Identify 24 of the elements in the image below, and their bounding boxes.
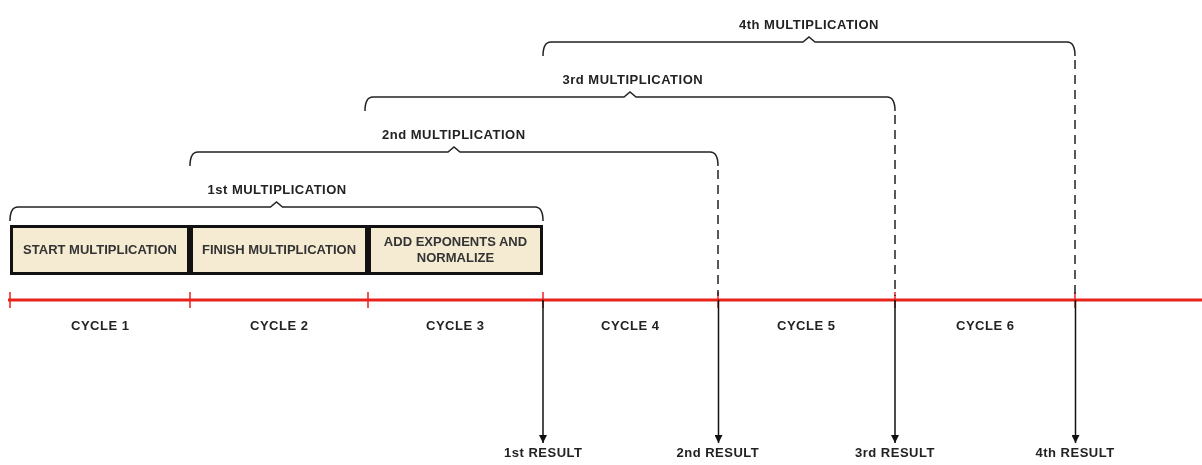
bracket-label: 3rd MULTIPLICATION	[562, 72, 704, 87]
result-label: 2nd RESULT	[676, 445, 760, 460]
arrow	[891, 299, 899, 444]
stage-text: ADD EXPONENTS AND NORMALIZE	[382, 234, 529, 266]
result-label: 3rd RESULT	[855, 445, 935, 460]
arrow	[1071, 299, 1080, 444]
stage-box	[368, 225, 543, 275]
cycle-label: CYCLE 6	[956, 318, 1015, 333]
arrow	[539, 299, 547, 444]
result-label: 4th RESULT	[1035, 445, 1115, 460]
stage-box	[10, 225, 190, 275]
bracket-label: 4th MULTIPLICATION	[739, 17, 879, 32]
cycle-label: CYCLE 5	[777, 318, 836, 333]
stage-text: START MULTIPLICATION	[23, 242, 177, 258]
result-label: 1st RESULT	[504, 445, 583, 460]
bracket-label: 2nd MULTIPLICATION	[382, 127, 526, 142]
cycle-label: CYCLE 2	[250, 318, 309, 333]
arrow	[714, 299, 723, 444]
bracket-label: 1st MULTIPLICATION	[207, 182, 347, 197]
cycle-label: CYCLE 1	[71, 318, 130, 333]
stage-text: FINISH MULTIPLICATION	[201, 242, 357, 258]
stage-box	[190, 225, 368, 275]
cycle-label: CYCLE 4	[601, 318, 660, 333]
cycle-label: CYCLE 3	[426, 318, 485, 333]
